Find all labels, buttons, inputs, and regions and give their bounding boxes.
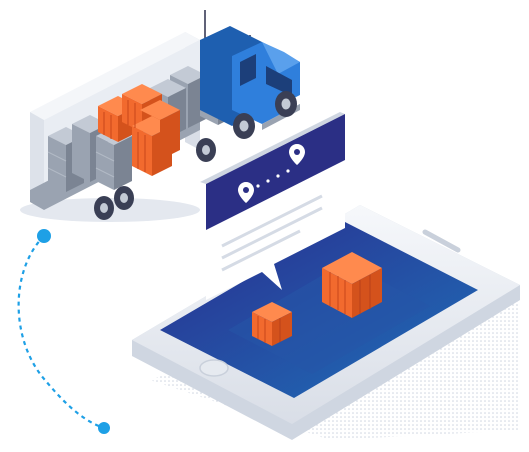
map-pin-icon xyxy=(289,144,305,165)
trailer-wheels xyxy=(94,138,216,220)
tracking-card-header xyxy=(206,114,345,230)
screen-crate-large xyxy=(322,252,382,318)
screen-crate-small xyxy=(252,302,292,346)
route-dots-icon xyxy=(256,169,290,188)
phone-home-button xyxy=(199,359,229,377)
phone-speaker xyxy=(422,229,461,253)
cargo-crates-orange xyxy=(98,84,180,176)
delivery-truck xyxy=(20,10,300,222)
smartphone xyxy=(132,205,520,440)
cab-wheels xyxy=(233,91,297,139)
truck-windshield xyxy=(266,66,292,96)
tracking-card xyxy=(200,112,345,300)
route-line xyxy=(17,229,110,434)
route-end-dot xyxy=(98,422,110,434)
route-start-dot xyxy=(37,229,51,243)
map-pin-icon xyxy=(238,182,254,203)
